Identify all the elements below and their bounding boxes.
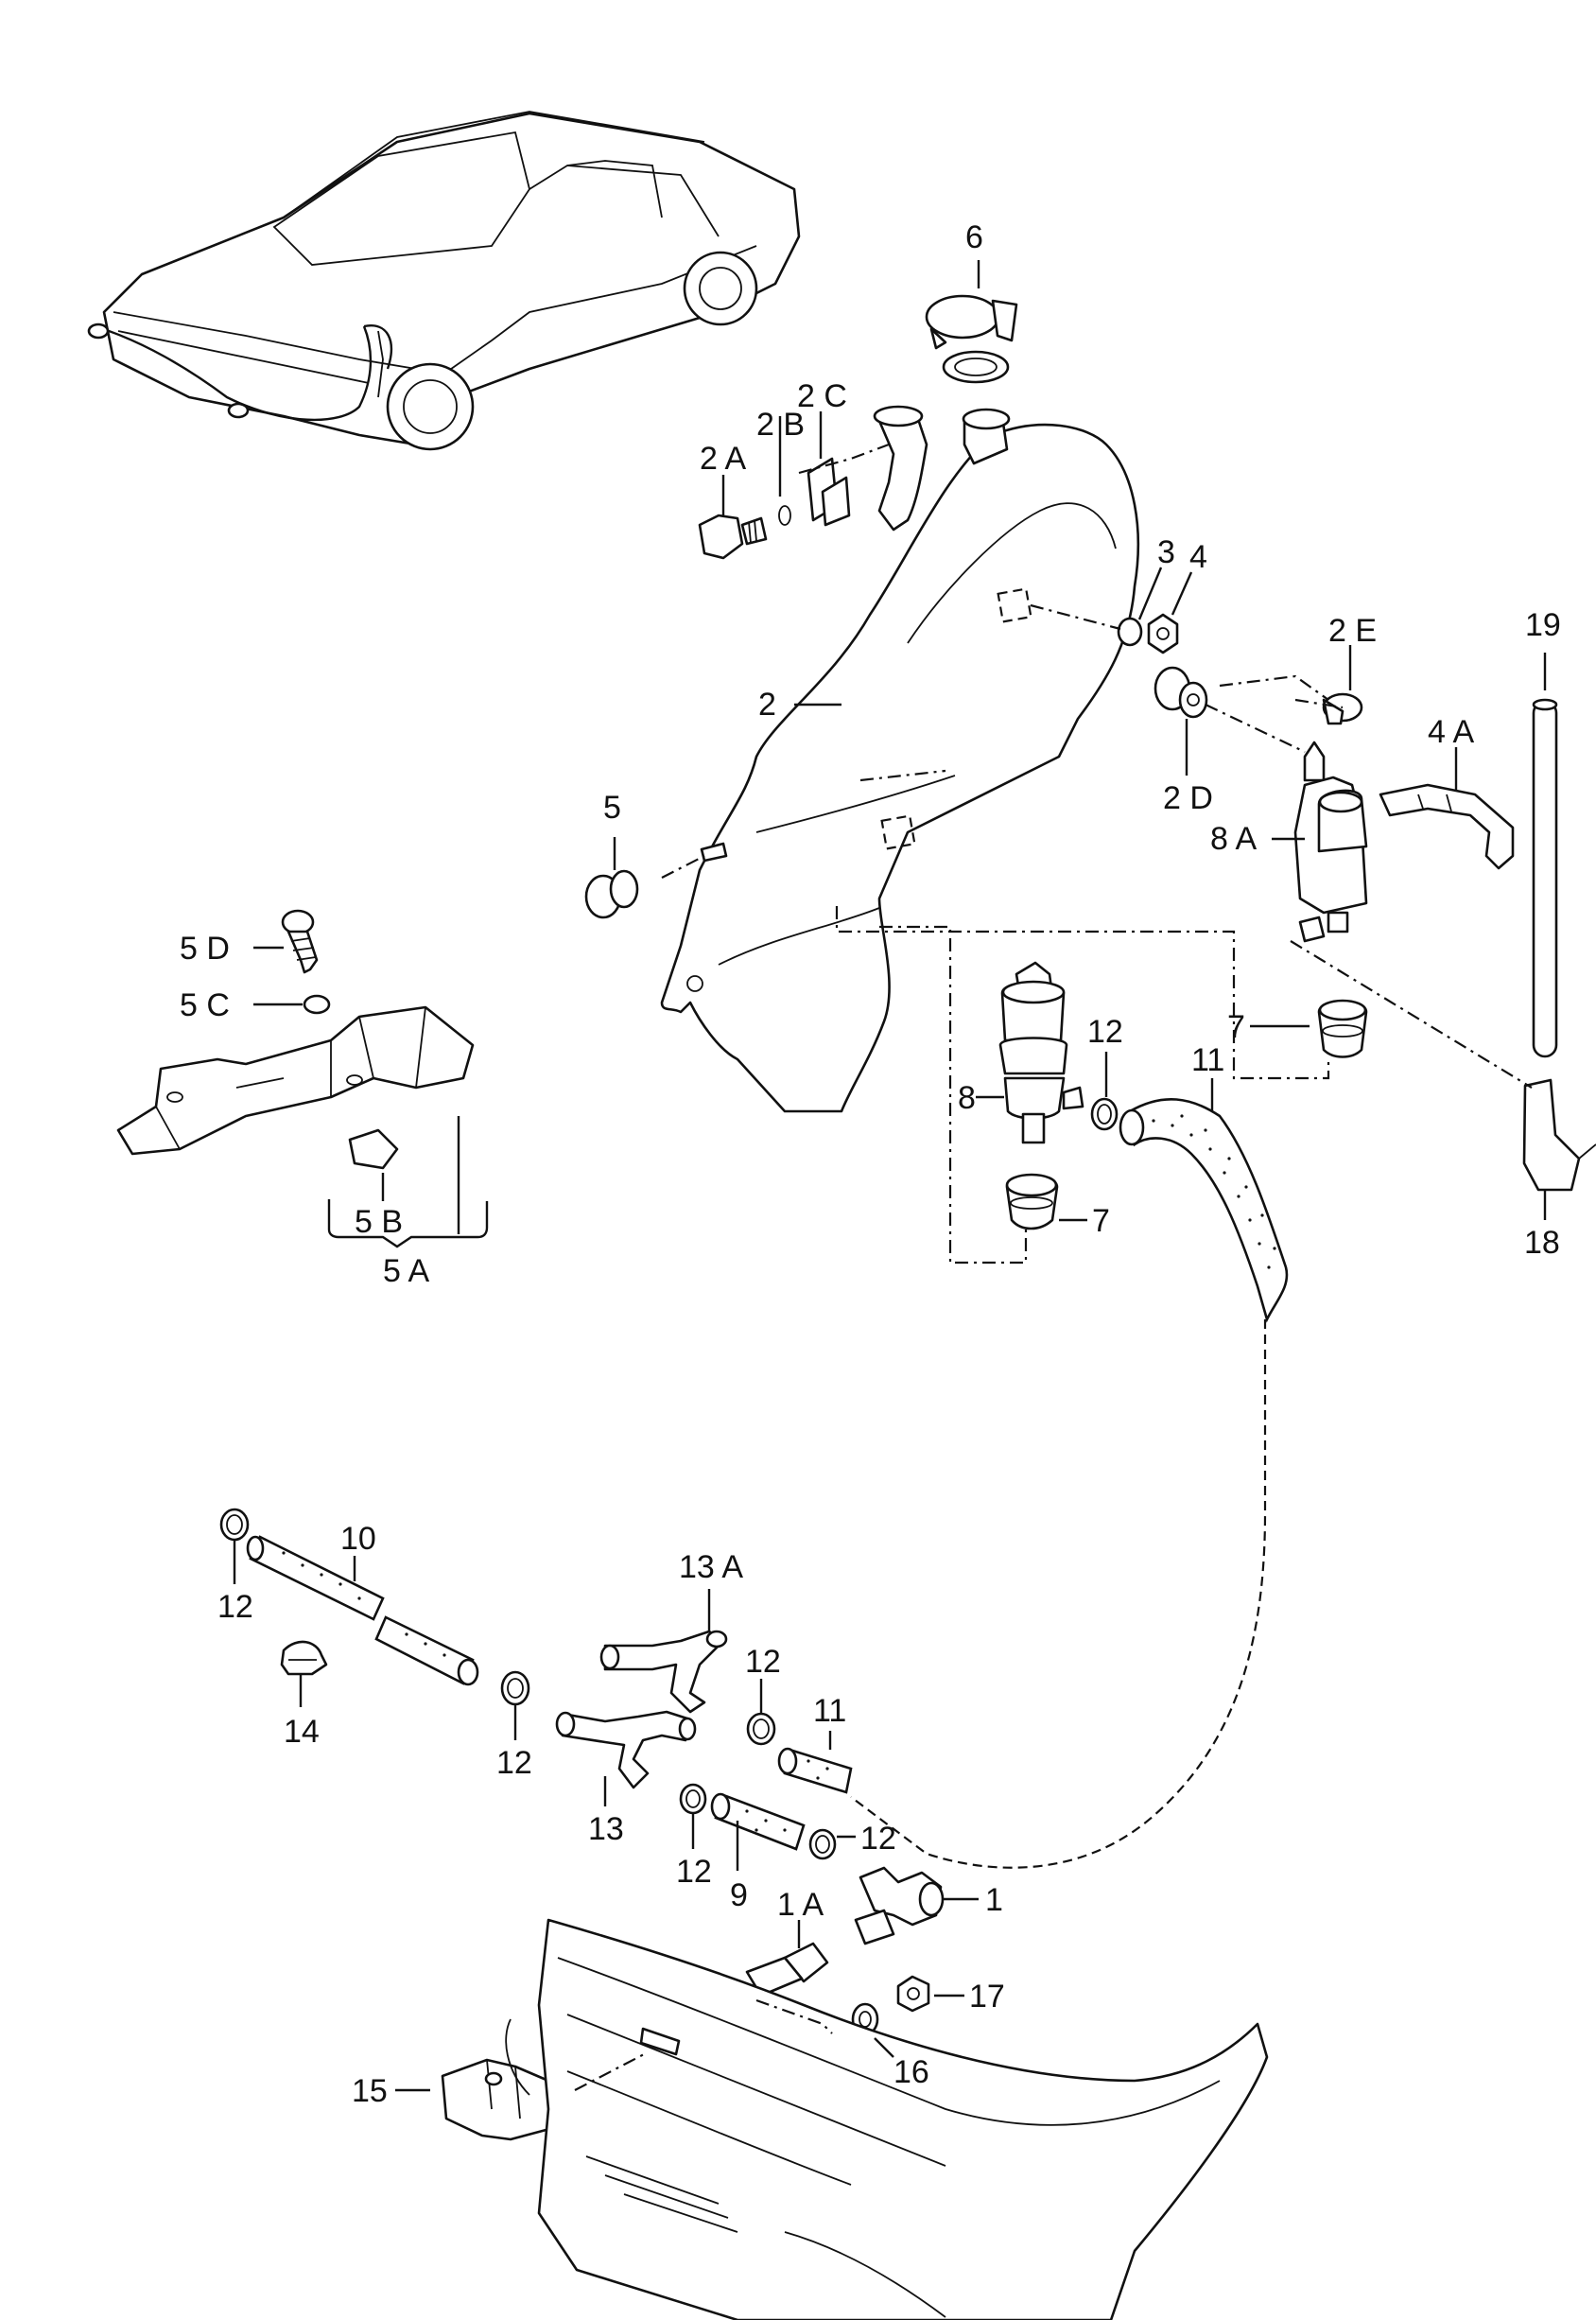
label-2d: 2 D: [1163, 780, 1213, 816]
label-2e: 2 E: [1328, 613, 1377, 649]
grommet-7-lower: [1005, 1173, 1059, 1230]
grommet-7-upper: [1317, 999, 1368, 1058]
label-16: 16: [893, 2054, 929, 2090]
grommet-2d: [1154, 666, 1208, 719]
tpiece-13a: [599, 1630, 728, 1714]
rod-19: [1532, 698, 1558, 1058]
label-13a: 13 A: [679, 1549, 743, 1585]
hose-11-upper: [1119, 1097, 1289, 1323]
nut-4: [1147, 613, 1179, 654]
label-12c: 12: [745, 1644, 781, 1680]
reservoir-cap: [925, 294, 1018, 384]
clamp-12-topleft: [219, 1508, 250, 1542]
bracket-4a: [1379, 783, 1515, 870]
grommet-5: [584, 842, 728, 919]
plug-2e: [1322, 692, 1363, 725]
label-5b: 5 B: [355, 1204, 403, 1240]
screw-5d: [281, 909, 319, 974]
pump-8a: [1293, 741, 1368, 943]
leader-lines: [233, 260, 1547, 2092]
label-7b: 7: [1092, 1203, 1110, 1239]
label-11a: 11: [1191, 1042, 1224, 1078]
label-12a: 12: [1087, 1014, 1123, 1050]
washer-5c: [303, 994, 331, 1015]
label-1a: 1 A: [777, 1887, 824, 1923]
label-5d: 5 D: [180, 931, 230, 967]
label-18: 18: [1524, 1225, 1560, 1261]
label-4a: 4 A: [1428, 714, 1474, 750]
hose-9: [710, 1792, 806, 1851]
label-3: 3: [1157, 534, 1175, 570]
hose-10: [246, 1535, 479, 1686]
clamp-12-right9: [808, 1828, 837, 1860]
label-12d: 12: [496, 1745, 532, 1781]
washer-reservoir: [660, 405, 1140, 1113]
label-13: 13: [588, 1811, 624, 1847]
label-7a: 7: [1227, 1009, 1245, 1045]
pump-8: [998, 961, 1084, 1144]
label-14: 14: [284, 1714, 320, 1750]
clamp-12-mid: [500, 1670, 530, 1706]
connection-lines: [661, 443, 1533, 1265]
bracket-brace-5a: [327, 1116, 489, 1248]
washer-3: [1117, 617, 1143, 647]
part-labels: 6 2 C 2 B 2 A 3 4 2 E 19 2 4 A 2 D 5 8 A…: [180, 219, 1561, 2109]
label-15: 15: [352, 2073, 388, 2109]
label-11b: 11: [813, 1693, 846, 1729]
clip-14: [280, 1640, 328, 1676]
label-12e: 12: [860, 1821, 896, 1857]
label-17: 17: [969, 1979, 1005, 2015]
label-6: 6: [965, 219, 983, 255]
label-5a: 5 A: [383, 1253, 429, 1289]
label-5: 5: [603, 790, 621, 826]
bolt-2a: [698, 514, 768, 560]
label-5c: 5 C: [180, 987, 230, 1023]
spring-washer-2b: [778, 505, 791, 526]
elbow-18: [1522, 1078, 1596, 1192]
connector-1: [854, 1866, 945, 1945]
clamp-12-pump: [1090, 1097, 1119, 1131]
label-19: 19: [1525, 607, 1561, 643]
label-8a: 8 A: [1210, 821, 1257, 857]
clamp-12-left9: [679, 1783, 707, 1815]
label-2c: 2 C: [797, 378, 847, 414]
nut-17: [896, 1975, 930, 2013]
bumper: [505, 1918, 1269, 2320]
hose-routing-line: [850, 1319, 1267, 1869]
label-12b: 12: [217, 1589, 253, 1625]
clamp-12-tee: [746, 1712, 776, 1746]
label-1: 1: [985, 1882, 1003, 1918]
label-2: 2: [758, 687, 776, 723]
label-4: 4: [1189, 539, 1207, 575]
label-10: 10: [340, 1521, 376, 1557]
label-2a: 2 A: [700, 441, 746, 477]
label-9: 9: [730, 1877, 748, 1913]
label-12f: 12: [676, 1854, 712, 1890]
car-illustration: [87, 111, 801, 451]
tpiece-13: [555, 1710, 697, 1789]
label-2b: 2 B: [756, 407, 805, 443]
hose-11-lower: [777, 1747, 853, 1794]
label-8: 8: [958, 1080, 976, 1116]
bracket-5a: [116, 1005, 475, 1170]
clip-2c: [807, 457, 851, 527]
